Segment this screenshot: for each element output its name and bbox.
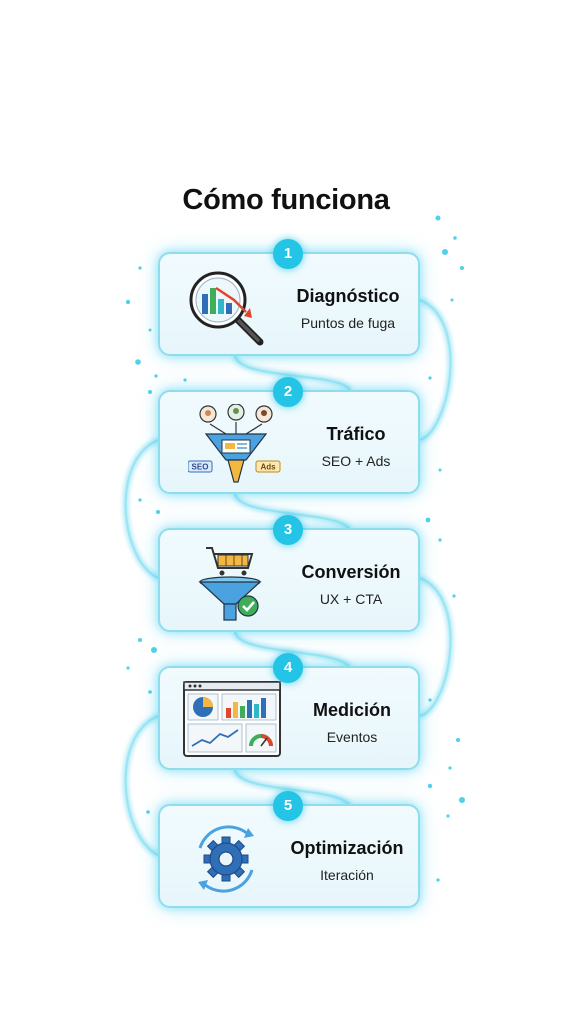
step-subtitle: Puntos de fuga	[300, 315, 396, 331]
step-title: Optimización	[290, 838, 404, 858]
step-title: Medición	[312, 700, 391, 720]
step-card-diagnostico: 1 Diagnóstico Puntos de fuga	[158, 239, 420, 356]
step-card-conversion: 3 Conversión UX + CTA	[158, 515, 420, 632]
traffic-funnel-icon: SEO Ads	[188, 404, 281, 483]
step-number-badge: 1	[273, 239, 303, 269]
ads-tag: Ads	[260, 463, 276, 472]
step-card-medicion: 4 Medición Eventos	[158, 653, 420, 770]
gear-cycle-icon	[198, 825, 254, 893]
step-title: Conversión	[301, 562, 401, 582]
step-subtitle: SEO + Ads	[321, 453, 391, 469]
step-title: Tráfico	[326, 424, 386, 444]
step-number-badge: 5	[273, 791, 303, 821]
step-subtitle: Eventos	[326, 729, 378, 745]
step-subtitle: Iteración	[320, 867, 374, 883]
cart-funnel-icon	[198, 547, 262, 621]
seo-tag: SEO	[192, 463, 209, 472]
step-card-trafico: 2 SEO Ads Tráfico SEO + Ads	[158, 377, 420, 494]
dashboard-icon	[183, 681, 281, 757]
step-subtitle: UX + CTA	[319, 591, 383, 607]
page-title: Cómo funciona	[182, 184, 390, 216]
step-number-badge: 4	[273, 653, 303, 683]
step-number-badge: 2	[273, 377, 303, 407]
step-number-badge: 3	[273, 515, 303, 545]
step-title: Diagnóstico	[296, 286, 400, 306]
magnifier-chart-icon	[189, 271, 264, 346]
step-card-optimizacion: 5 Optimización Iteración	[158, 791, 420, 908]
